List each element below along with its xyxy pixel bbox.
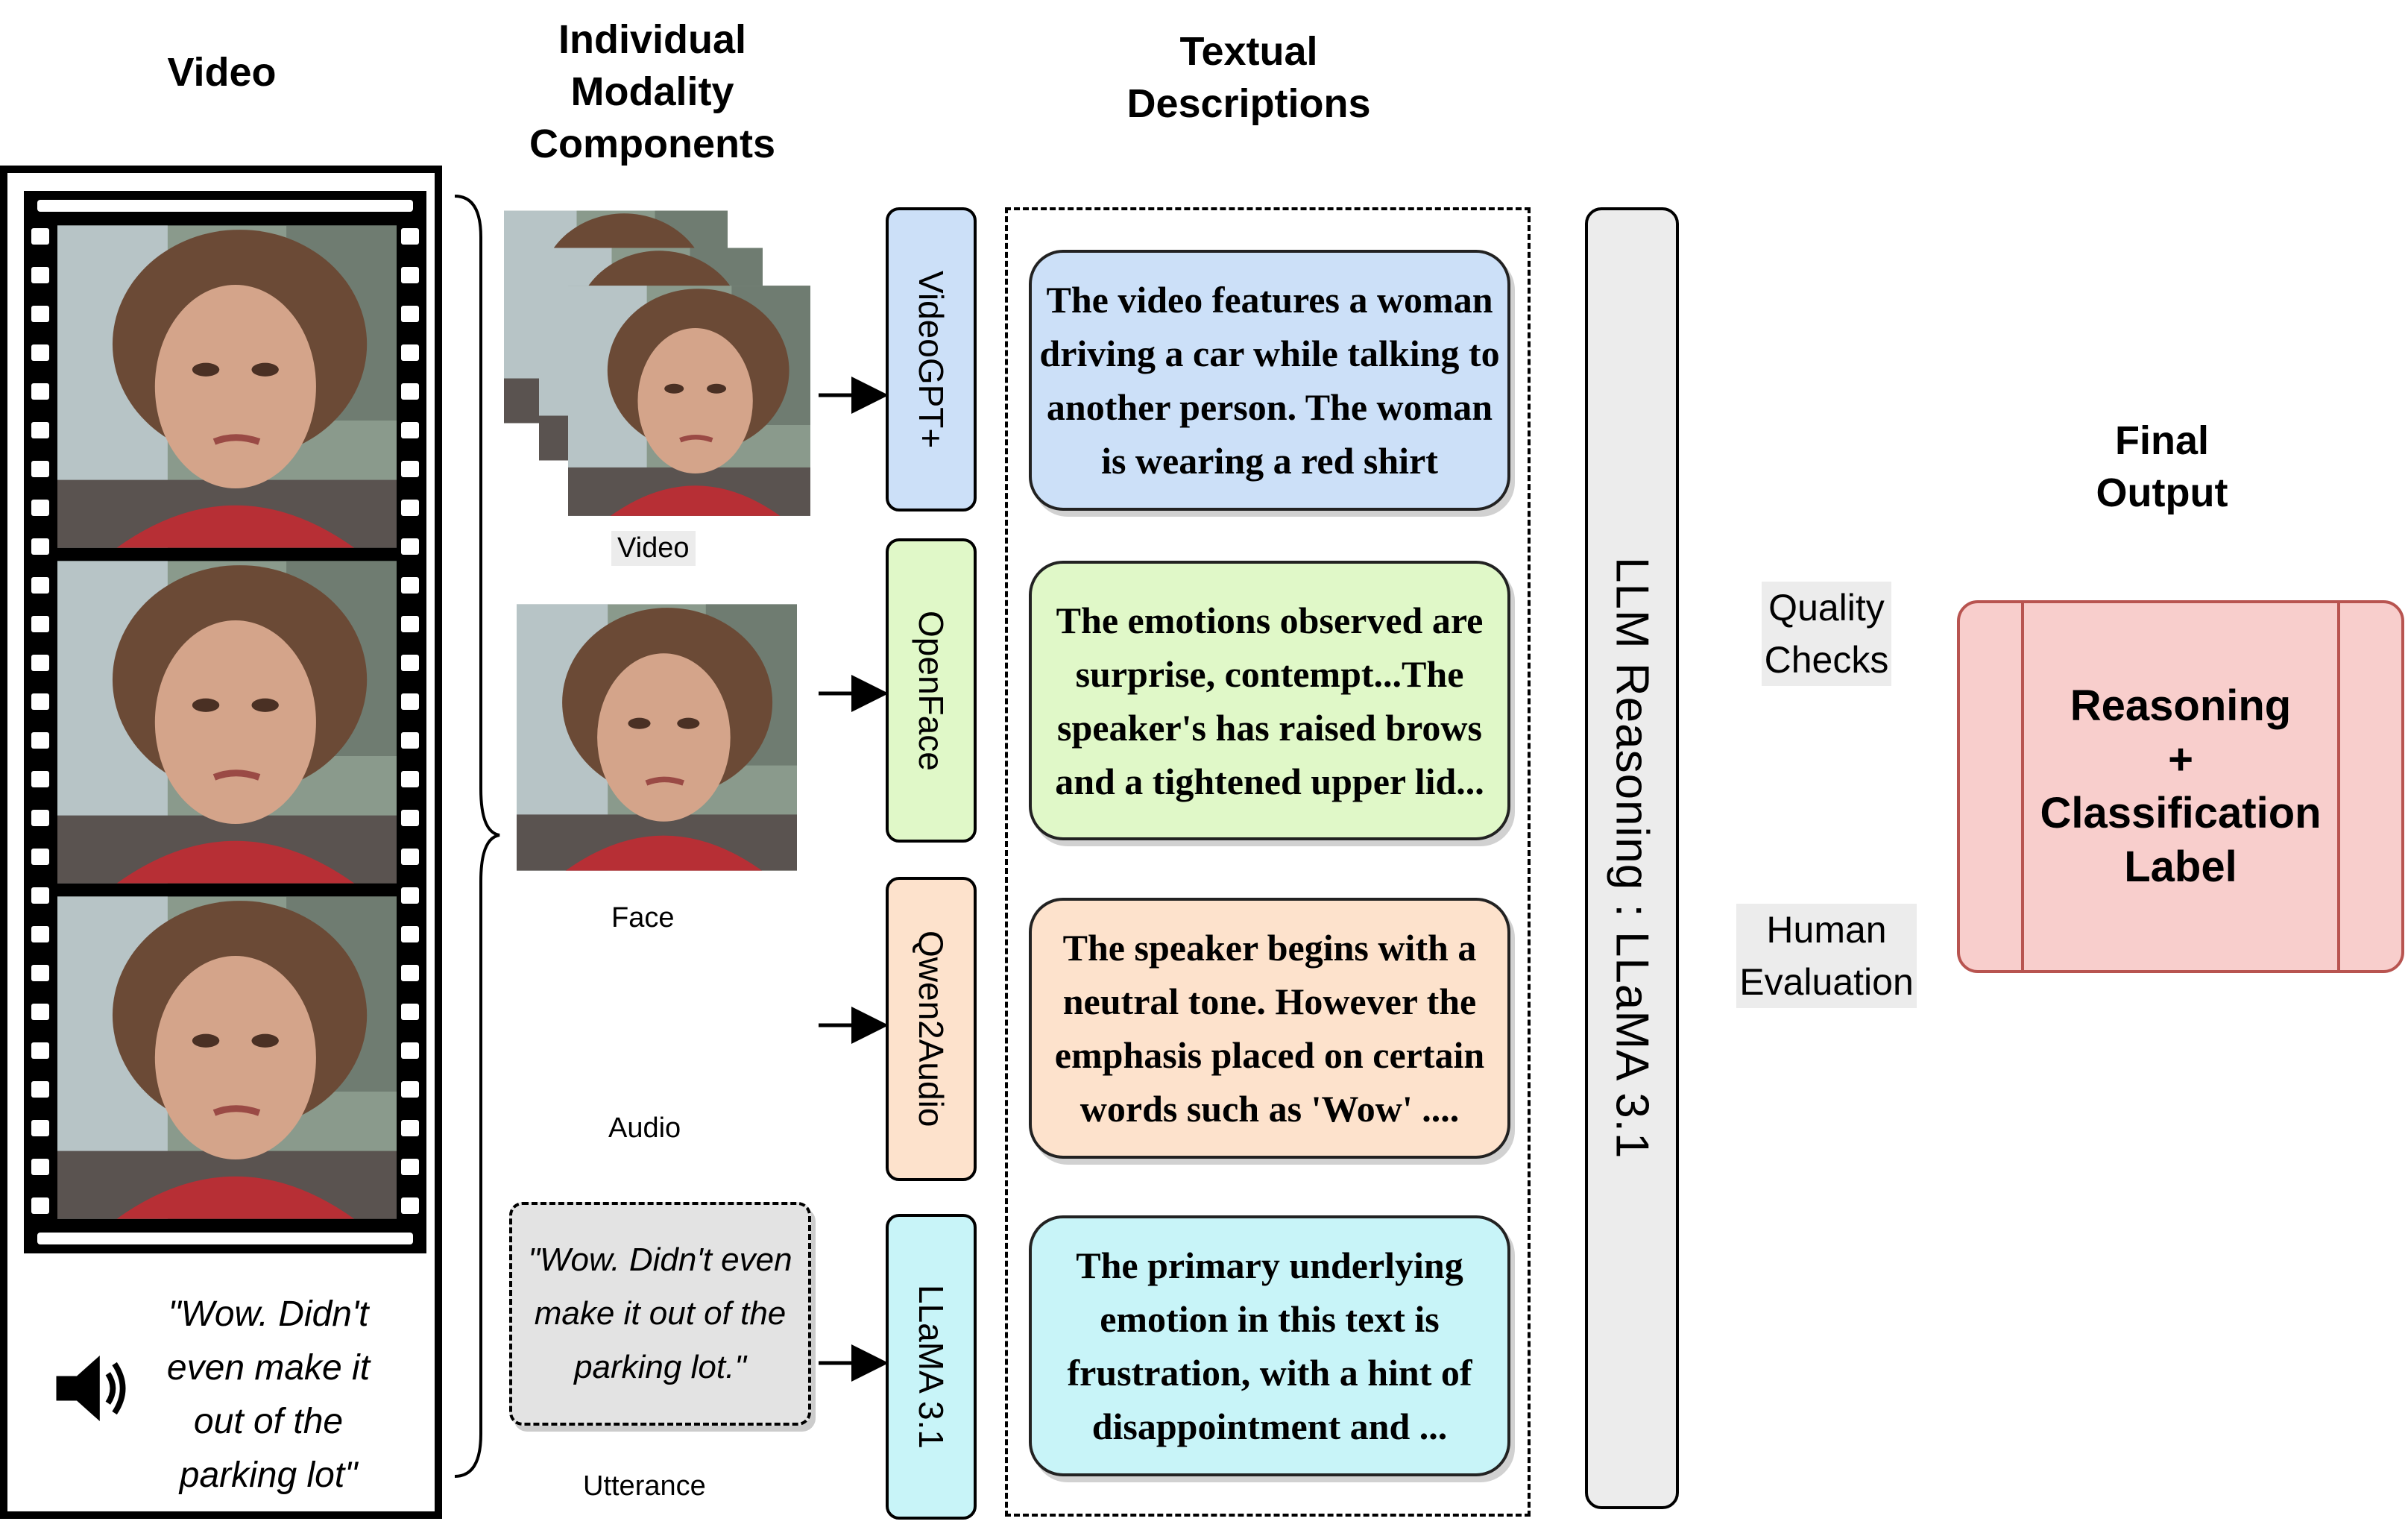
sprocket-hole [401,1081,419,1098]
speaker-icon [52,1347,134,1429]
final-output-classification: Classification [2040,789,2322,837]
sprocket-hole [31,887,49,904]
sprocket-hole [401,771,419,787]
sprocket-hole [31,422,49,438]
sprocket-hole [31,1042,49,1059]
filmstrip [24,191,426,1253]
face-thumbnail [517,597,797,878]
sprocket-hole [31,306,49,322]
sprocket-hole [401,810,419,826]
video-filmstrip-panel: "Wow. Didn't even make it out of the par… [0,166,442,1519]
sprocket-hole [401,849,419,865]
sprocket-hole [401,461,419,477]
film-frame-3 [57,896,397,1220]
sprocket-hole [401,732,419,749]
description-audio: The speaker begins with a neutral tone. … [1029,898,1510,1159]
caption-utterance: Utterance [583,1470,706,1502]
sprocket-hole [31,771,49,787]
sprocket-hole [31,732,49,749]
human-evaluation-label: Human Evaluation [1715,904,1938,1008]
model-llama: LLaMA 3.1 [886,1214,977,1520]
film-frame-2 [57,560,397,884]
sprocket-hole [31,267,49,283]
final-output-plus: + [2168,735,2193,784]
sprocket-hole [31,1004,49,1020]
audio-waveform [490,948,814,1065]
sprocket-hole [31,1197,49,1214]
sprocket-hole [31,810,49,826]
sprocket-hole [401,1042,419,1059]
caption-audio: Audio [608,1112,681,1144]
sprocket-hole [31,461,49,477]
sprocket-hole [401,693,419,710]
final-output-label: Label [2124,843,2237,891]
sprocket-hole [31,577,49,594]
sprocket-hole [401,926,419,942]
arrows-modality-to-model [819,377,889,1382]
final-output-text: Reasoning + Classification Label [2021,603,2340,970]
utterance-note: "Wow. Didn't even make it out of the par… [509,1202,811,1426]
model-llama-label: LLaMA 3.1 [912,1285,951,1449]
model-qwen2audio: Qwen2Audio [886,877,977,1181]
caption-face: Face [611,902,675,934]
sprocket-hole [31,538,49,555]
sprocket-hole [31,1159,49,1175]
quality-checks-label: Quality Checks [1737,582,1916,686]
llm-reasoning-label: LLM Reasoning : LLaMA 3.1 [1606,557,1658,1159]
sprocket-hole [31,383,49,400]
sprocket-hole [401,655,419,671]
sprocket-hole [401,887,419,904]
sprocket-hole [31,1120,49,1136]
sprocket-hole [31,344,49,361]
heading-video: Video [167,50,277,95]
sprocket-hole [401,1120,419,1136]
sprocket-hole [401,267,419,283]
sprocket-hole [31,693,49,710]
sprocket-hole [401,228,419,245]
sprocket-hole [401,965,419,981]
heading-textual-descriptions: Textual Descriptions [1126,29,1371,126]
sprocket-hole [31,616,49,632]
sprocket-hole [31,965,49,981]
sprocket-hole [401,1159,419,1175]
sprocket-hole [31,1081,49,1098]
sprocket-hole [31,228,49,245]
model-openface: OpenFace [886,538,977,843]
final-output-reasoning: Reasoning [2070,682,2292,730]
model-openface-label: OpenFace [912,610,951,771]
caption-video: Video [611,531,696,566]
sprocket-hole [401,1197,419,1214]
description-face: The emotions observed are surprise, cont… [1029,561,1510,840]
sprocket-hole [401,538,419,555]
sprocket-hole [401,306,419,322]
video-thumbnail-front [568,280,810,522]
model-videogpt-label: VideoGPT+ [912,270,951,449]
sprocket-hole [401,616,419,632]
heading-final-output: Final Output [2096,418,2228,515]
description-video: The video features a woman driving a car… [1029,250,1510,511]
sprocket-hole [401,383,419,400]
heading-modality-components: Individual Modality Components [529,17,775,166]
model-videogpt: VideoGPT+ [886,207,977,512]
llm-reasoning-bar: LLM Reasoning : LLaMA 3.1 [1585,207,1679,1509]
model-qwen2audio-label: Qwen2Audio [912,931,951,1127]
film-frame-1 [57,224,397,549]
sprocket-hole [401,344,419,361]
sprocket-hole [31,500,49,516]
sprocket-hole [401,422,419,438]
sprocket-hole [401,500,419,516]
sprocket-hole [401,1004,419,1020]
curly-brace [454,195,500,1478]
video-quote: "Wow. Didn't even make it out of the par… [166,1294,371,1495]
sprocket-hole [401,577,419,594]
sprocket-hole [31,849,49,865]
sprocket-hole [31,655,49,671]
sprocket-hole [31,926,49,942]
descriptions-container [1005,207,1531,1517]
description-utterance: The primary underlying emotion in this t… [1029,1215,1510,1476]
final-output-box: Reasoning + Classification Label [1957,600,2404,973]
